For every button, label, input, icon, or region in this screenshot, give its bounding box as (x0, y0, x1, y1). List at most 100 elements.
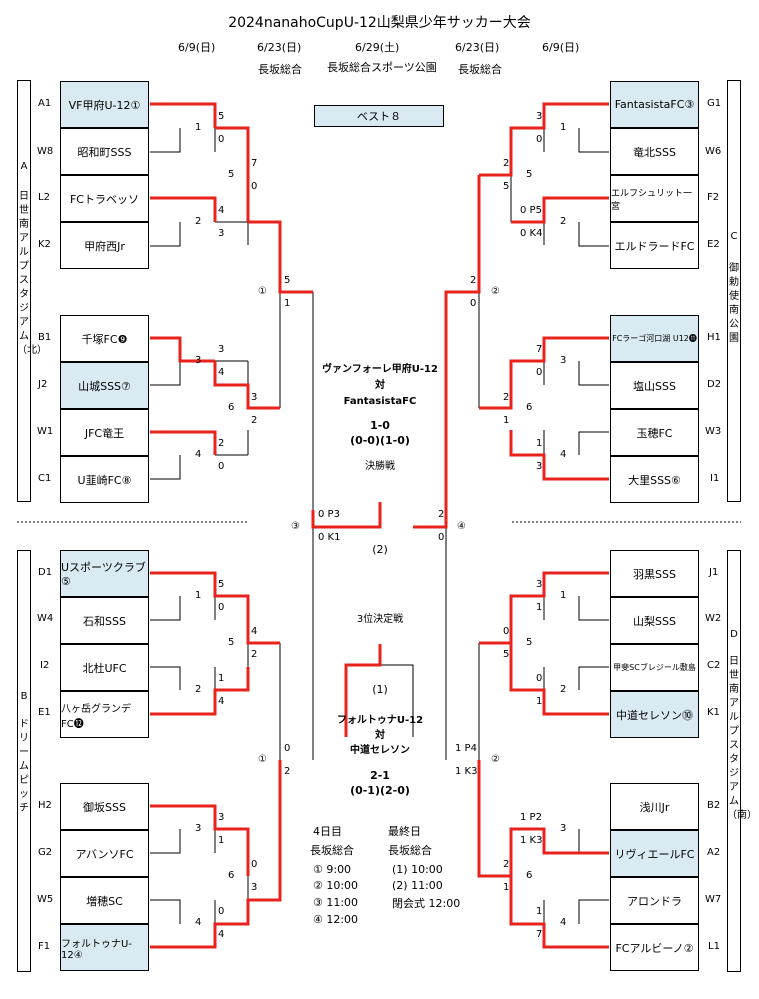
final-match-no: (2) (372, 543, 388, 556)
score: 3 (536, 579, 543, 590)
match-number: 4 (560, 449, 567, 460)
code-left: H2 (38, 800, 52, 811)
score: 0 (536, 367, 543, 378)
score: 2 (251, 415, 258, 426)
schedule-day4-time: ④ 12:00 (313, 913, 359, 926)
score: 7 (251, 158, 258, 169)
final-winner: ヴァンフォーレ甲府U-12 (322, 364, 438, 375)
match-number: 1 (195, 590, 202, 601)
code-right: J1 (709, 567, 719, 578)
match-number: 2 (195, 684, 202, 695)
score: 3 (536, 111, 543, 122)
code-left: W4 (37, 613, 54, 624)
score: 5 (218, 579, 225, 590)
match-number: 6 (228, 870, 235, 881)
match-number: 5 (526, 169, 533, 180)
schedule-last-time: (1) 10:00 (392, 863, 443, 876)
match-number: 1 (560, 122, 567, 133)
bracket-winner-lines (150, 102, 609, 949)
schedule-closing: 閉会式 12:00 (392, 897, 461, 910)
score: 1 (536, 906, 543, 917)
team-left: 北杜UFC (60, 644, 149, 691)
score: 2 (284, 766, 291, 777)
score: 0 (470, 298, 477, 309)
team-left: FCトラベッソ (60, 175, 149, 222)
score: 1 P4 (455, 743, 477, 754)
code-left: W8 (37, 146, 54, 157)
venue-c-letter: C (730, 231, 738, 242)
score: 2 (438, 509, 445, 520)
page-title: 2024nanahoCupU-12山梨県少年サッカー大会 (228, 15, 531, 31)
score: 3 (251, 882, 258, 893)
code-right: C2 (707, 660, 721, 671)
score: 1 K3 (520, 835, 543, 846)
team-left: 増穂SC (60, 877, 149, 924)
match-number: 4 (195, 917, 202, 928)
team-left: VF甲府U-12① (60, 81, 149, 128)
team-right: 山梨SSS (610, 597, 699, 644)
score: 2 (218, 438, 225, 449)
code-left: C1 (38, 473, 52, 484)
code-right: H1 (707, 332, 721, 343)
venue-box-a (17, 80, 31, 502)
third-score: 2-1 (370, 769, 390, 782)
team-left: アバンソFC (60, 830, 149, 877)
venue-a-name: 日世南アルプスタジアム（北） (17, 191, 47, 356)
code-right: W2 (705, 613, 722, 624)
team-left: Uスポーツクラブ⑤ (60, 550, 149, 597)
match-number: 3 (195, 823, 202, 834)
score: 7 (536, 929, 543, 940)
team-left: フォルトゥナU-12④ (60, 924, 149, 971)
venue-box-d (727, 550, 741, 972)
venue-top-2: 長坂総合スポーツ公園 (327, 61, 437, 74)
score: 2 (503, 392, 510, 403)
score: 1 (536, 696, 543, 707)
match-number: ③ (291, 521, 300, 532)
match-number: 6 (228, 402, 235, 413)
match-number: 2 (560, 684, 567, 695)
team-left: U韮崎FC⑧ (60, 456, 149, 503)
code-right: I1 (710, 473, 720, 484)
match-number: ① (258, 286, 267, 297)
match-number: ① (258, 754, 267, 765)
match-number: 4 (560, 917, 567, 928)
date-5: 6/9(日) (542, 41, 580, 54)
venue-d-letter: D (730, 629, 738, 640)
code-right: W7 (705, 894, 722, 905)
score: 4 (251, 626, 258, 637)
score: 0 (218, 906, 225, 917)
team-left: 八ヶ岳グランデFC⓬ (60, 691, 149, 738)
score: 2 (470, 275, 477, 286)
score: 0 K1 (318, 532, 341, 543)
venue-a-letter: A (20, 161, 28, 172)
code-left: B1 (38, 332, 52, 343)
score: 1 (218, 835, 225, 846)
score: 1 (503, 882, 510, 893)
final-halves: (0-0)(1-0) (350, 434, 410, 447)
match-number: 1 (195, 122, 202, 133)
code-left: J2 (38, 379, 48, 390)
venue-d-name: 日世南アルプスタジアム（南） (727, 656, 757, 821)
score: 0 (251, 181, 258, 192)
score: 4 (218, 696, 225, 707)
date-3: 6/29(土) (355, 41, 400, 54)
third-label: 3位決定戦 (356, 614, 404, 625)
venue-box-b (17, 550, 31, 972)
score: 0 (503, 626, 510, 637)
code-right: E2 (707, 239, 720, 250)
team-right: 浅川Jr (610, 783, 699, 830)
date-4: 6/23(日) (455, 41, 500, 54)
match-number: 4 (195, 449, 202, 460)
score: 5 (218, 111, 225, 122)
venue-box-c (727, 80, 741, 502)
code-left: L2 (38, 192, 50, 203)
code-right: W3 (705, 426, 722, 437)
third-match-no: (1) (372, 683, 388, 696)
score: 0 (218, 134, 225, 145)
score: 3 (251, 392, 258, 403)
match-number: 5 (228, 169, 235, 180)
code-right: L1 (708, 941, 720, 952)
team-left: 山城SSS⑦ (60, 362, 149, 409)
code-right: G1 (707, 98, 722, 109)
match-number: 2 (560, 216, 567, 227)
